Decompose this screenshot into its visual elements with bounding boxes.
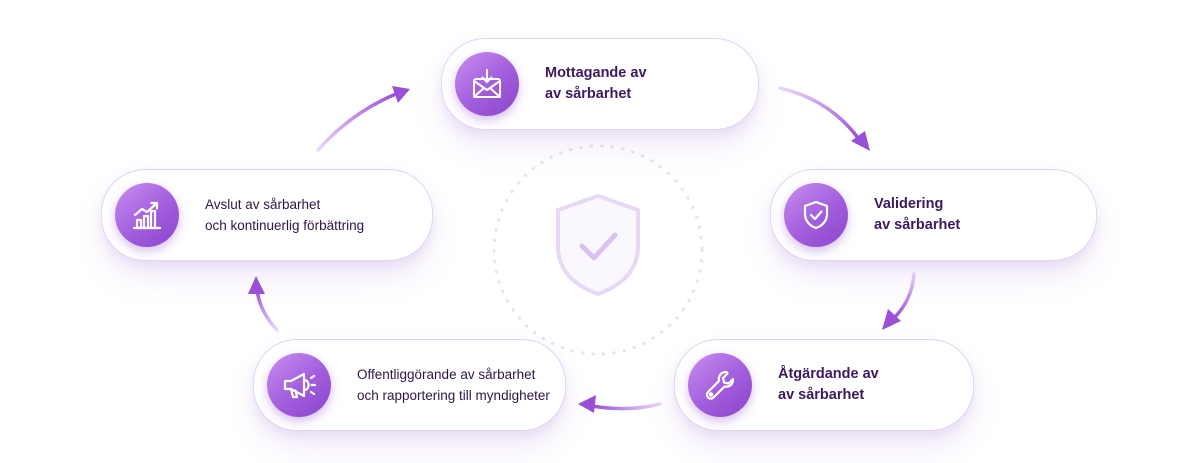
arrow-avslut-to-mottagande bbox=[316, 86, 410, 152]
step-label-line2: och kontinuerlig förbättring bbox=[205, 218, 365, 233]
step-label-line2: av sårbarhet bbox=[874, 217, 961, 233]
step-label: Validering av sårbarhet bbox=[874, 194, 960, 236]
step-label-line1: Offentliggörande av sårbarhet bbox=[357, 367, 536, 382]
megaphone-icon bbox=[267, 353, 331, 417]
arrow-offentlig-to-avslut bbox=[248, 276, 279, 332]
wrench-icon bbox=[688, 353, 752, 417]
step-label: Offentliggörande av sårbarhet och rappor… bbox=[357, 364, 550, 406]
bar-chart-growth-icon bbox=[115, 183, 179, 247]
step-label: Åtgärdande av av sårbarhet bbox=[778, 364, 879, 406]
arrow-validering-to-atgardande bbox=[882, 272, 916, 330]
step-label: Avslut av sårbarhet och kontinuerlig för… bbox=[205, 194, 364, 236]
arrow-atgardande-to-offentlig bbox=[578, 395, 662, 413]
step-card-mottagande: Mottagande av av sårbarhet bbox=[441, 38, 759, 130]
step-card-validering: Validering av sårbarhet bbox=[770, 169, 1097, 261]
arrow-mottagande-to-validering bbox=[778, 86, 870, 151]
step-card-offentliggorande: Offentliggörande av sårbarhet och rappor… bbox=[253, 339, 566, 431]
shield-check-icon bbox=[784, 183, 848, 247]
step-label: Mottagande av av sårbarhet bbox=[545, 63, 647, 105]
envelope-download-icon bbox=[455, 52, 519, 116]
step-label-line1: Avslut av sårbarhet bbox=[205, 197, 321, 212]
step-card-atgardande: Åtgärdande av av sårbarhet bbox=[674, 339, 974, 431]
step-label-line1: Mottagande av bbox=[545, 65, 647, 81]
step-label-line1: Åtgärdande av bbox=[778, 366, 879, 382]
step-card-avslut: Avslut av sårbarhet och kontinuerlig för… bbox=[101, 169, 433, 261]
step-label-line2: och rapportering till myndigheter bbox=[357, 388, 550, 403]
center-shield-icon bbox=[492, 144, 704, 356]
step-label-line2: av sårbarhet bbox=[545, 86, 632, 102]
step-label-line2: av sårbarhet bbox=[778, 387, 865, 403]
step-label-line1: Validering bbox=[874, 196, 944, 212]
